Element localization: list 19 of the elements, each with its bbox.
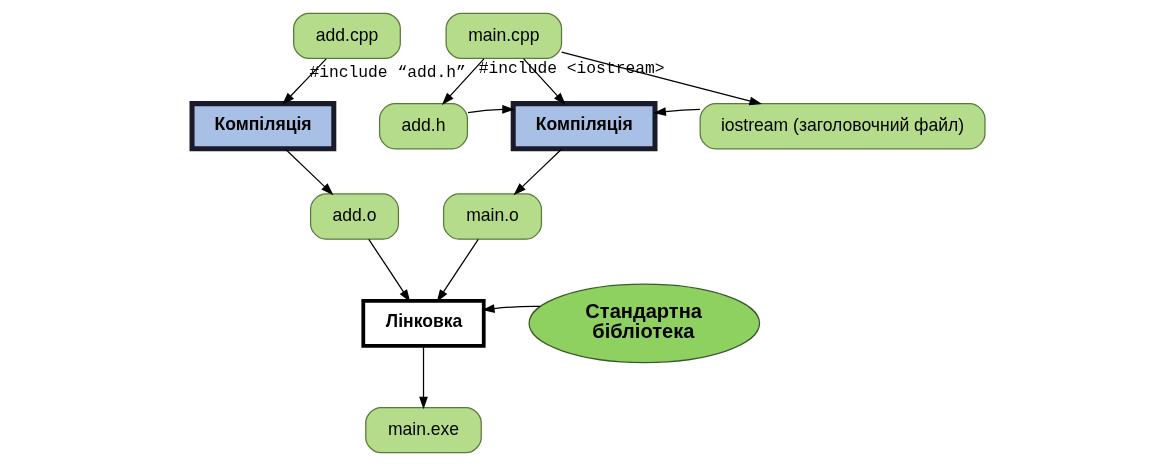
arrow bbox=[284, 148, 333, 196]
node-box: add.o bbox=[309, 193, 399, 240]
node-box: Компіляція bbox=[189, 101, 336, 152]
node-ellipse: Стандартна бібліотека bbox=[527, 283, 760, 364]
node-box: Компіляція bbox=[510, 101, 657, 152]
node-box: add.cpp bbox=[292, 12, 401, 60]
arrow bbox=[513, 148, 562, 196]
node-box: Лінковка bbox=[360, 298, 486, 348]
edge-label: #include “add.h” bbox=[308, 62, 466, 82]
node-box: main.cpp bbox=[444, 12, 562, 60]
arrow bbox=[652, 107, 701, 116]
arrow bbox=[466, 104, 515, 114]
arrow bbox=[418, 345, 428, 410]
arrow bbox=[281, 58, 327, 105]
arrow bbox=[441, 58, 485, 105]
node-box: main.exe bbox=[364, 406, 482, 454]
node-box: add.h bbox=[378, 103, 468, 150]
node-box: main.o bbox=[442, 193, 542, 240]
node-box: iostream (заголовочний файл) bbox=[699, 103, 986, 150]
